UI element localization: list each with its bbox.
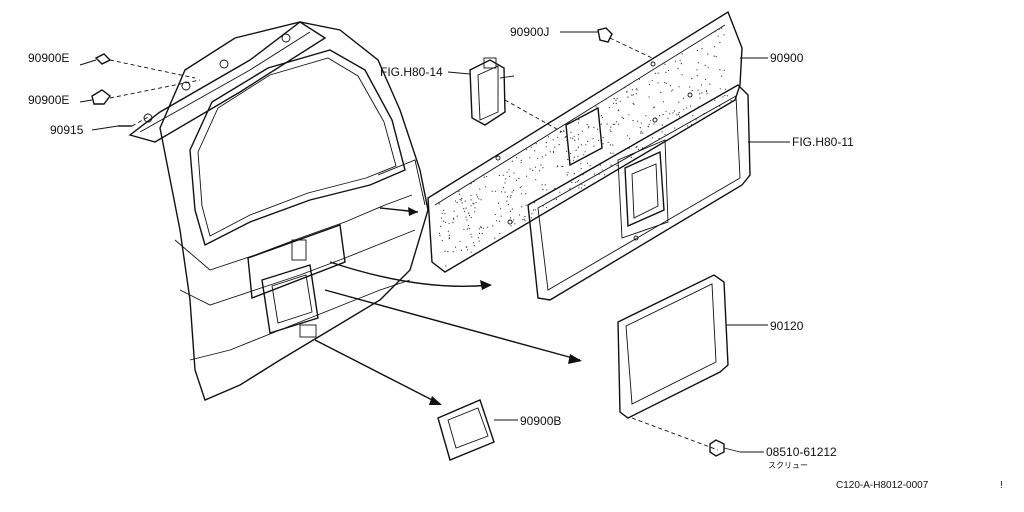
label-90900: 90900 <box>770 51 804 65</box>
clip-90900e-upper <box>94 53 196 79</box>
clip-90900e-lower <box>91 79 201 105</box>
cover-90120 <box>617 274 729 451</box>
screw-90915-icon <box>118 115 151 127</box>
back-door-panel <box>128 21 429 401</box>
drawing-code: C120-A-H8012-0007 <box>836 480 929 491</box>
label-90900j: 90900J <box>510 25 549 39</box>
pad-90900b <box>437 399 495 461</box>
trim-texture <box>438 27 732 267</box>
screw-08510-icon <box>709 439 741 457</box>
label-90900e-lower: 90900E <box>28 93 69 107</box>
label-fig-h80-11: FIG.H80-11 <box>792 135 854 149</box>
label-90900b: 90900B <box>520 414 561 428</box>
label-90915: 90915 <box>50 123 84 137</box>
label-screw-jp: スクリュー <box>768 461 808 470</box>
label-90900e-upper: 90900E <box>28 51 69 65</box>
explode-arrows <box>314 207 582 405</box>
corner-mark: ! <box>1000 480 1003 491</box>
lamp-assembly-fig-h80-14 <box>469 57 563 133</box>
clip-90900j <box>597 27 653 59</box>
label-08510-61212: 08510-61212 <box>766 445 837 459</box>
trim-board-90900 <box>427 10 743 273</box>
leader-lines <box>79 31 790 453</box>
label-fig-h80-14: FIG.H80-14 <box>380 65 443 79</box>
door-seal-fig-h80-11 <box>527 84 751 301</box>
label-90120: 90120 <box>770 319 804 333</box>
